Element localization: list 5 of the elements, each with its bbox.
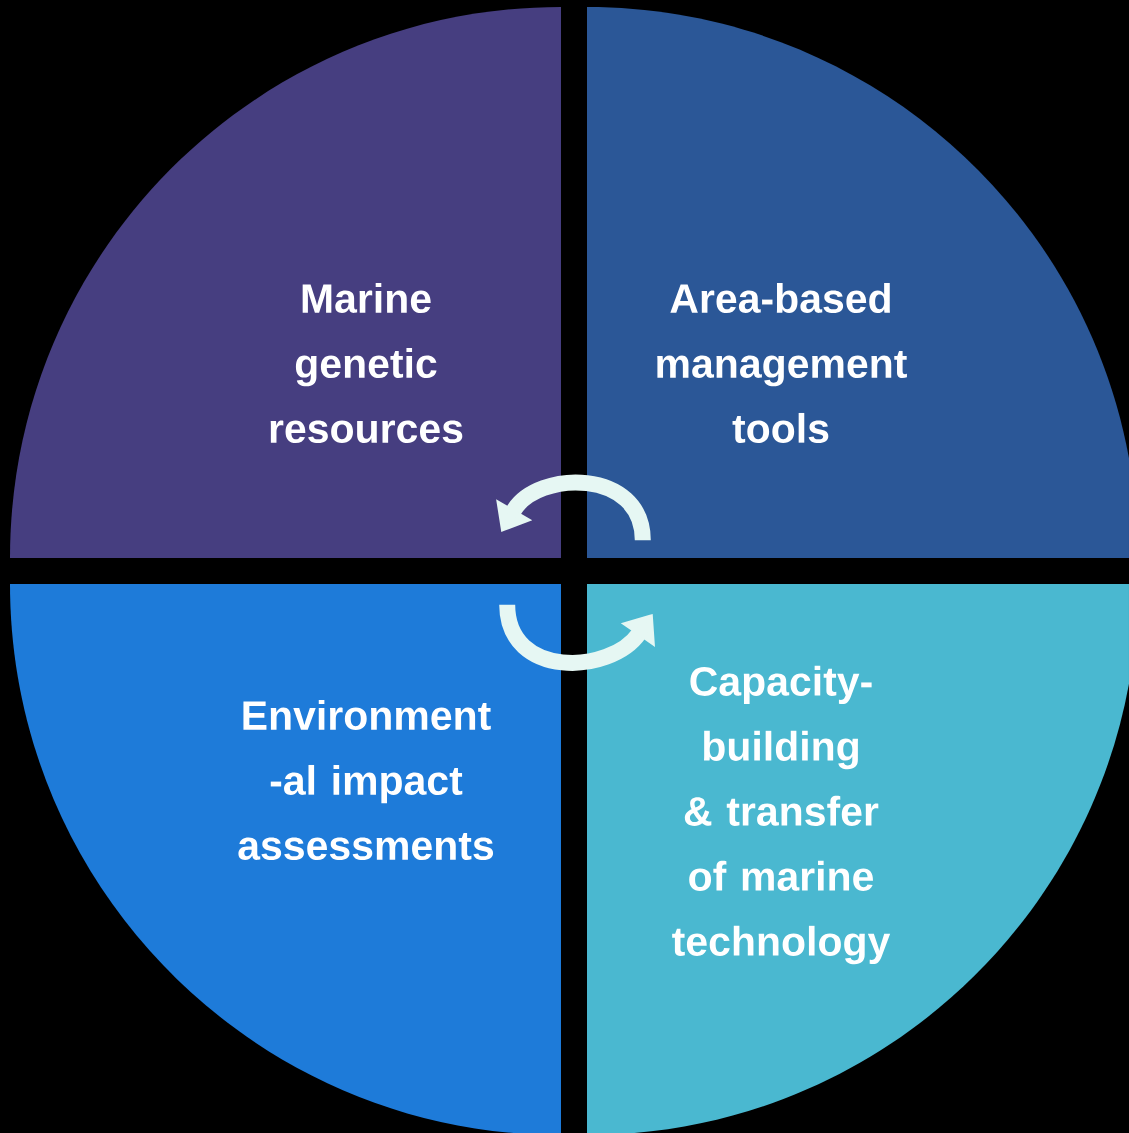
quadrant-segment: Capacity- building & transfer of marine technology bbox=[587, 584, 1129, 1133]
quadrant-segment: Marine genetic resources bbox=[10, 7, 561, 558]
curved-arrow bbox=[499, 603, 655, 671]
quadrant-segment: Environment -al impact assessments bbox=[10, 584, 561, 1133]
quadrant-segment: Area-based management tools bbox=[587, 7, 1129, 558]
